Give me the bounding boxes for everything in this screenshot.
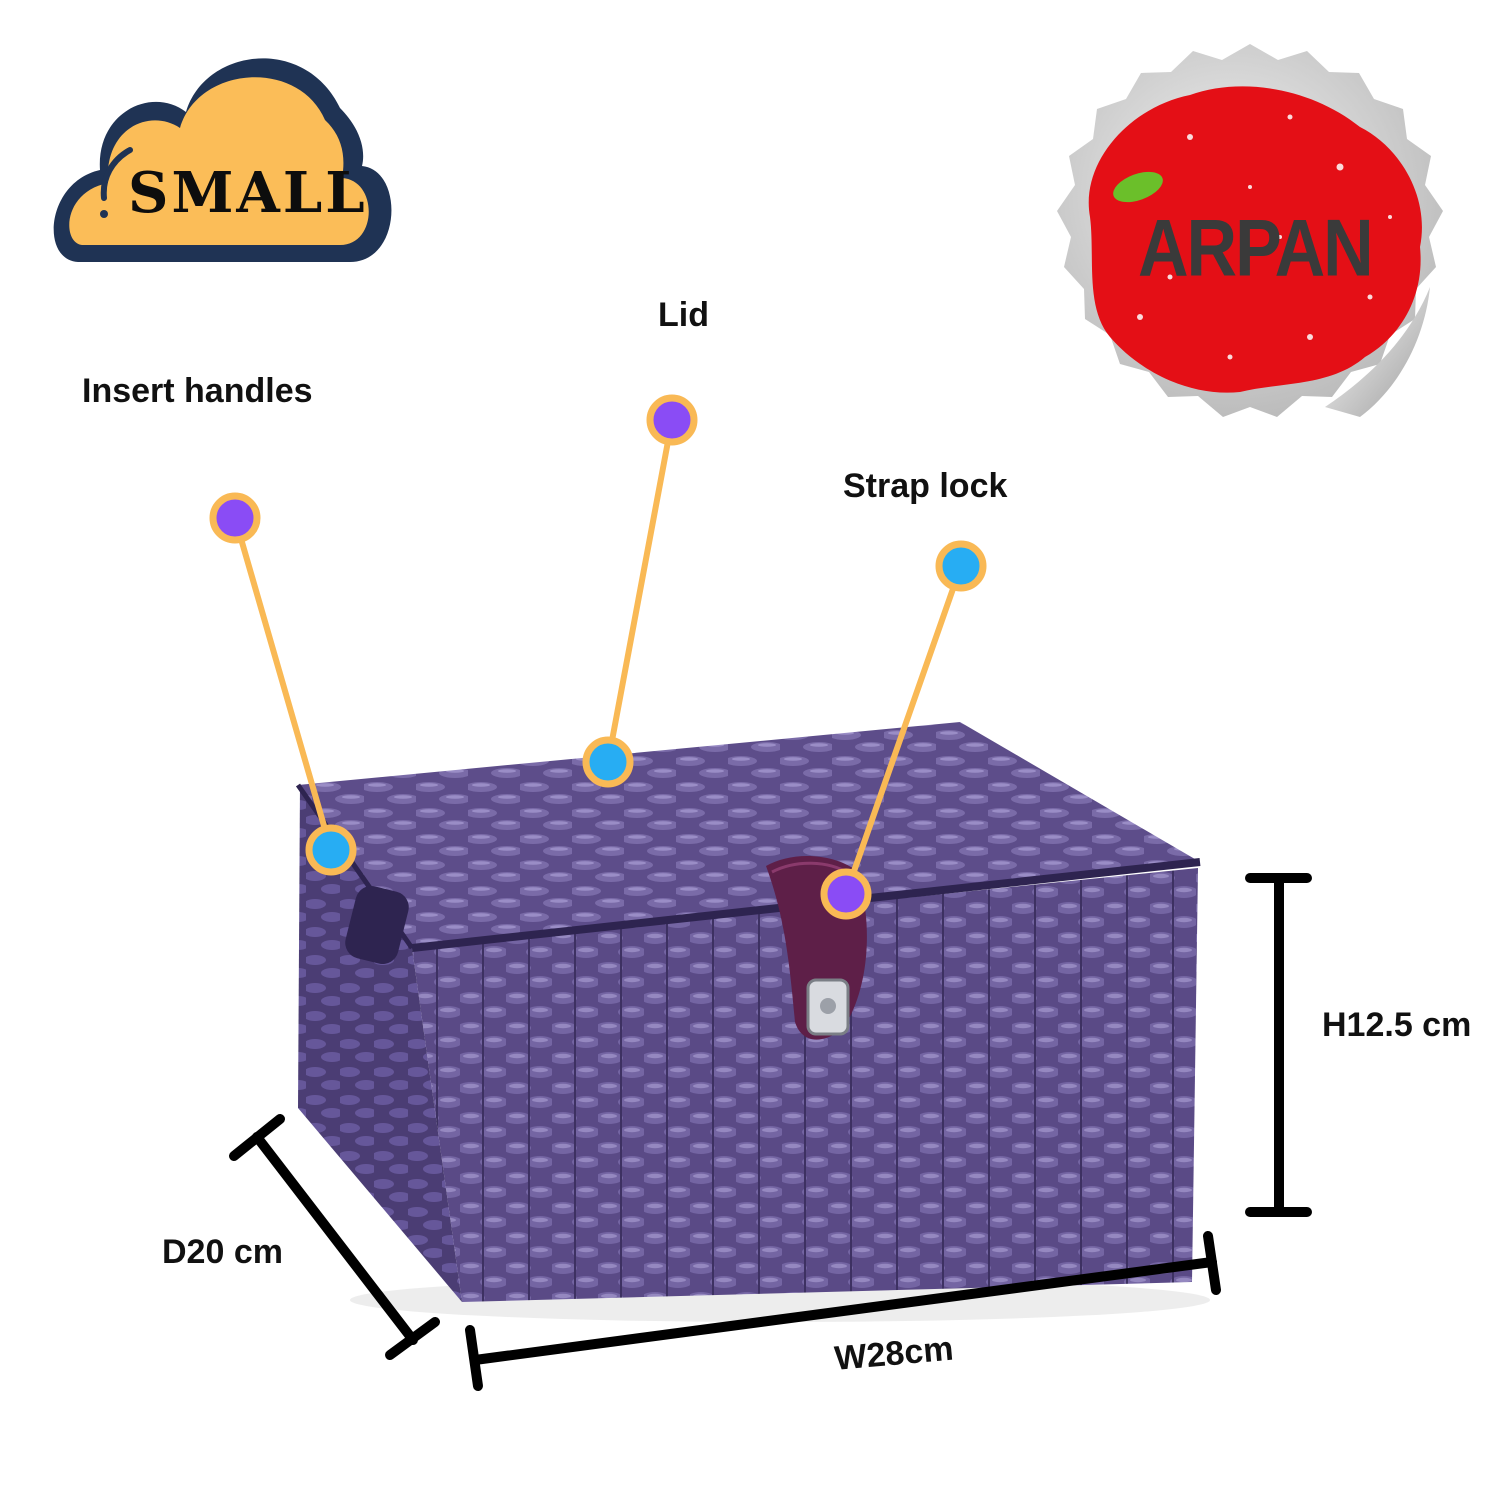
sticker-peel-curl [1325, 287, 1430, 417]
cloud-fill-shape [69, 77, 369, 245]
dimension-label-height: H12.5 cm [1322, 1006, 1472, 1044]
width-marker [465, 1231, 1221, 1391]
height-marker [1245, 873, 1312, 1217]
dimension-markers [229, 873, 1312, 1391]
callout-line-handles [232, 515, 334, 853]
callout-dot-strap-end [820, 868, 872, 920]
wicker-basket [295, 722, 1210, 1322]
callout-dot-strap-top [935, 540, 987, 592]
basket-side-face [298, 785, 462, 1302]
callout-dot-lid-top [646, 394, 698, 446]
leaf-icon [1113, 171, 1163, 203]
callout-label-lid: Lid [658, 296, 709, 334]
callout-dot-handles-end [305, 824, 357, 876]
size-cloud-badge [53, 58, 392, 263]
callout-dots [209, 394, 987, 920]
callout-line-lid [605, 417, 675, 765]
basket-lid [298, 722, 1200, 948]
callout-dot-handles-top [209, 492, 261, 544]
callout-lines [232, 417, 964, 897]
callout-label-insert-handles: Insert handles [82, 372, 313, 410]
handle-cutout [345, 885, 409, 965]
callout-line-strap [843, 563, 964, 897]
dimension-label-depth: D20 cm [162, 1233, 283, 1271]
callout-dot-lid-end [582, 736, 634, 788]
size-badge-text: SMALL [128, 160, 368, 226]
basket-front-face [412, 868, 1198, 1302]
depth-marker [229, 1114, 440, 1360]
brand-sticker [1057, 44, 1443, 417]
callout-label-strap-lock: Strap lock [843, 467, 1008, 505]
sticker-red-splash [1088, 86, 1422, 393]
brand-logo-text: ARPAN [1138, 203, 1374, 293]
